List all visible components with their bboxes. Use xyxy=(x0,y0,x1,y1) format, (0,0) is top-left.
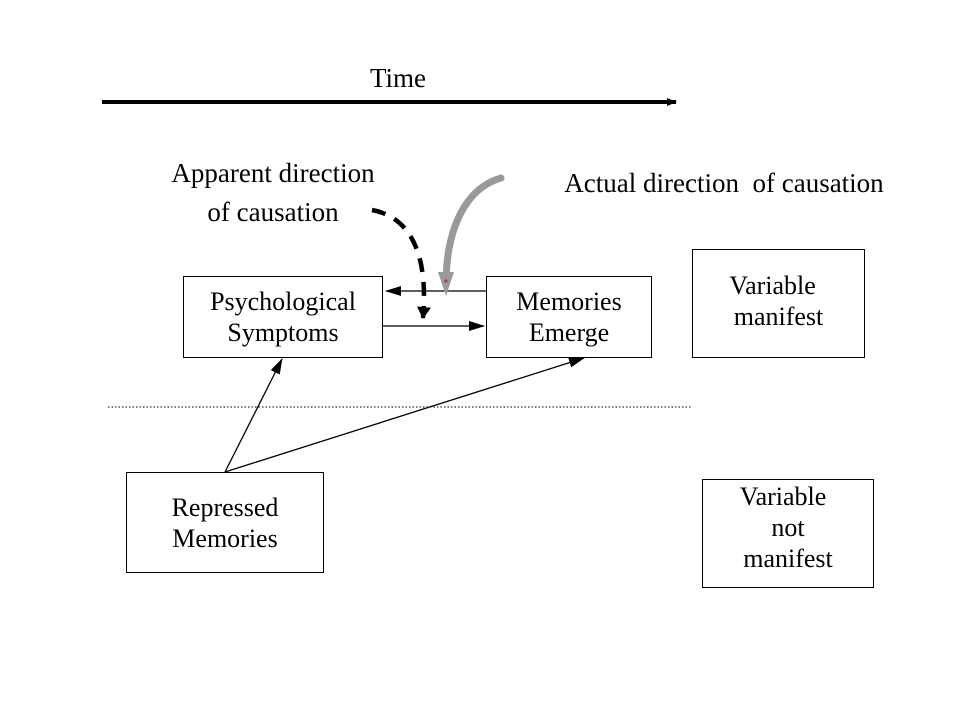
actual-causation-label: Actual direction of causation xyxy=(564,168,884,198)
apparent-causation-arrow xyxy=(371,207,431,319)
psychological-symptoms-line-2: Symptoms xyxy=(227,318,339,347)
memories-emerge-line-2: Emerge xyxy=(528,318,610,347)
legend-manifest-line-2: manifest xyxy=(733,302,824,331)
repressed-to-memories-arrow xyxy=(224,357,585,473)
apparent-causation-label: Apparent direction of causation xyxy=(130,154,416,232)
repressed-memories-box: Repressed Memories xyxy=(126,472,324,573)
repressed-to-symptoms-arrow xyxy=(224,358,283,473)
psychological-symptoms-box: Psychological Symptoms xyxy=(183,276,383,358)
legend-not-manifest-line-2: not xyxy=(771,513,805,542)
repressed-memories-line-2: Memories xyxy=(172,523,278,553)
actual-causation-arrow-tip xyxy=(444,279,448,283)
actual-causation-arrowhead xyxy=(438,272,454,296)
legend-not-manifest-line-3: manifest xyxy=(743,544,833,573)
repressed-memories-line-1: Repressed xyxy=(171,492,279,522)
memories-emerge-line-1: Memories xyxy=(516,287,622,316)
legend-not-manifest-line-1: Variable xyxy=(739,482,827,511)
memories-emerge-box: Memories Emerge xyxy=(486,276,652,358)
apparent-causation-line-2: of causation xyxy=(207,197,339,227)
psychological-symptoms-line-1: Psychological xyxy=(210,287,356,316)
actual-causation-arrow xyxy=(442,174,505,289)
legend-variable-manifest-box: Variable manifest xyxy=(692,249,865,358)
legend-manifest-line-1: Variable xyxy=(729,271,816,300)
apparent-causation-line-1: Apparent direction xyxy=(171,158,375,188)
legend-variable-not-manifest-box: Variable not manifest xyxy=(702,479,874,588)
time-label: Time xyxy=(369,63,427,93)
